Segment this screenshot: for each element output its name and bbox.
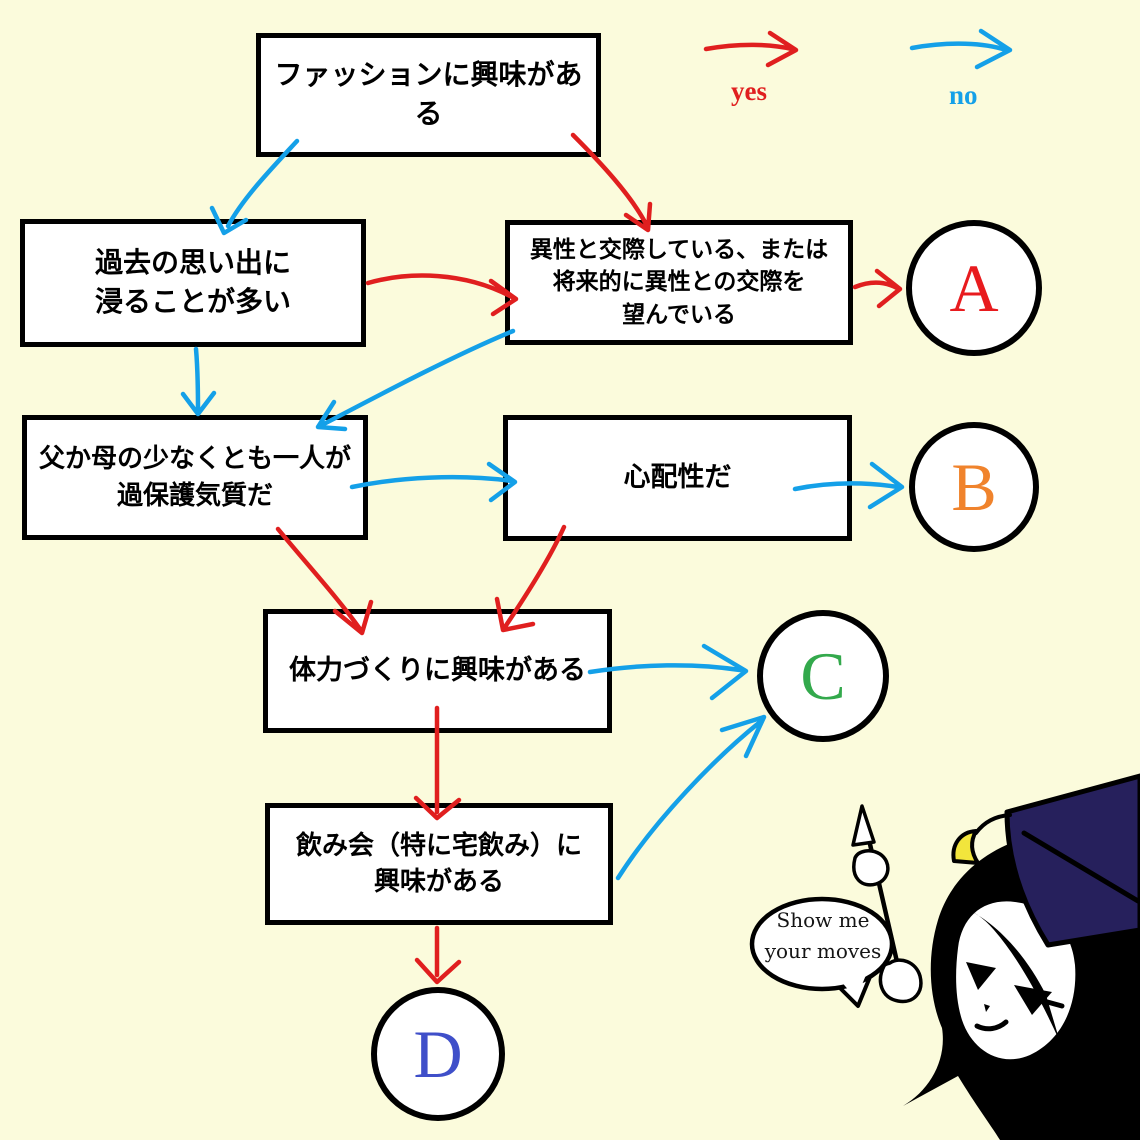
- node-fashion: ファッションに興味がある: [256, 33, 601, 157]
- character-upper-hand: [852, 849, 890, 887]
- graduation-cap-icon: [1004, 773, 1140, 948]
- character-right-eye: [1014, 985, 1052, 1015]
- arrow-past-to-parents-no: [180, 346, 217, 417]
- node-drinking-party-label: 飲み会（特に宅飲み）に 興味がある: [295, 830, 582, 896]
- arrow-dating-to-a-yes: [852, 268, 903, 309]
- speech-bubble-tail: [833, 970, 874, 1008]
- node-fashion-label: ファッションに興味がある: [274, 59, 583, 130]
- result-circle-d: D: [371, 987, 505, 1121]
- legend-no-label: no: [949, 80, 978, 110]
- speech-bubble-tail-join: [840, 975, 866, 999]
- result-letter-a: A: [949, 250, 999, 326]
- node-dating: 異性と交際している、または 将来的に異性との交際を 望んでいる: [505, 220, 853, 345]
- result-letter-c: C: [800, 638, 846, 714]
- node-overprotective-parents: 父か母の少なくとも一人が 過保護気質だ: [22, 415, 368, 540]
- speech-bubble-line1: Show me: [776, 908, 870, 932]
- node-past-memories: 過去の思い出に 浸ることが多い: [20, 219, 366, 347]
- node-worrier: 心配性だ: [503, 415, 852, 541]
- result-letter-b: B: [951, 449, 997, 525]
- graduation-cap-seam: [1021, 830, 1140, 904]
- character-left-eye: [966, 962, 996, 990]
- node-overprotective-parents-label: 父か母の少なくとも一人が 過保護気質だ: [38, 444, 351, 510]
- node-dating-label: 異性と交際している、または 将来的に異性との交際を 望んでいる: [529, 237, 829, 327]
- arrow-drinking-to-c-no: [615, 714, 767, 881]
- speech-bubble-line2: your moves: [764, 939, 882, 963]
- character-bangs: [960, 906, 1060, 1042]
- node-worrier-label: 心配性だ: [623, 462, 732, 493]
- speech-bubble-text: Show me your moves: [748, 905, 898, 967]
- tassel-icon: [951, 829, 980, 865]
- tassel-cord: [974, 813, 1012, 835]
- character-nose: [984, 1004, 990, 1012]
- character-eye-line: [1037, 997, 1065, 1009]
- pointer-nib: [851, 804, 876, 847]
- node-drinking-party: 飲み会（特に宅飲み）に 興味がある: [265, 803, 613, 925]
- legend-yes-arrow-icon: [703, 30, 799, 68]
- node-fitness-label: 体力づくりに興味がある: [289, 655, 586, 686]
- arrow-fitness-to-c-no: [587, 643, 749, 701]
- result-circle-c: C: [757, 610, 889, 742]
- node-fitness: 体力づくりに興味がある: [263, 609, 612, 733]
- character-hair: [903, 832, 1140, 1140]
- arrow-past-to-dating-yes: [365, 273, 519, 317]
- result-circle-a: A: [906, 220, 1042, 356]
- result-letter-d: D: [413, 1016, 463, 1092]
- arrow-parents-to-worrier-no: [349, 461, 518, 503]
- node-past-memories-label: 過去の思い出に 浸ることが多い: [94, 247, 291, 318]
- character-mouth: [974, 1019, 1009, 1032]
- legend-yes-label: yes: [731, 76, 767, 106]
- legend-no-arrow-icon: [909, 28, 1013, 70]
- result-circle-b: B: [909, 422, 1039, 552]
- arrow-drinking-to-d-yes: [414, 925, 462, 985]
- character-face: [956, 901, 1076, 1060]
